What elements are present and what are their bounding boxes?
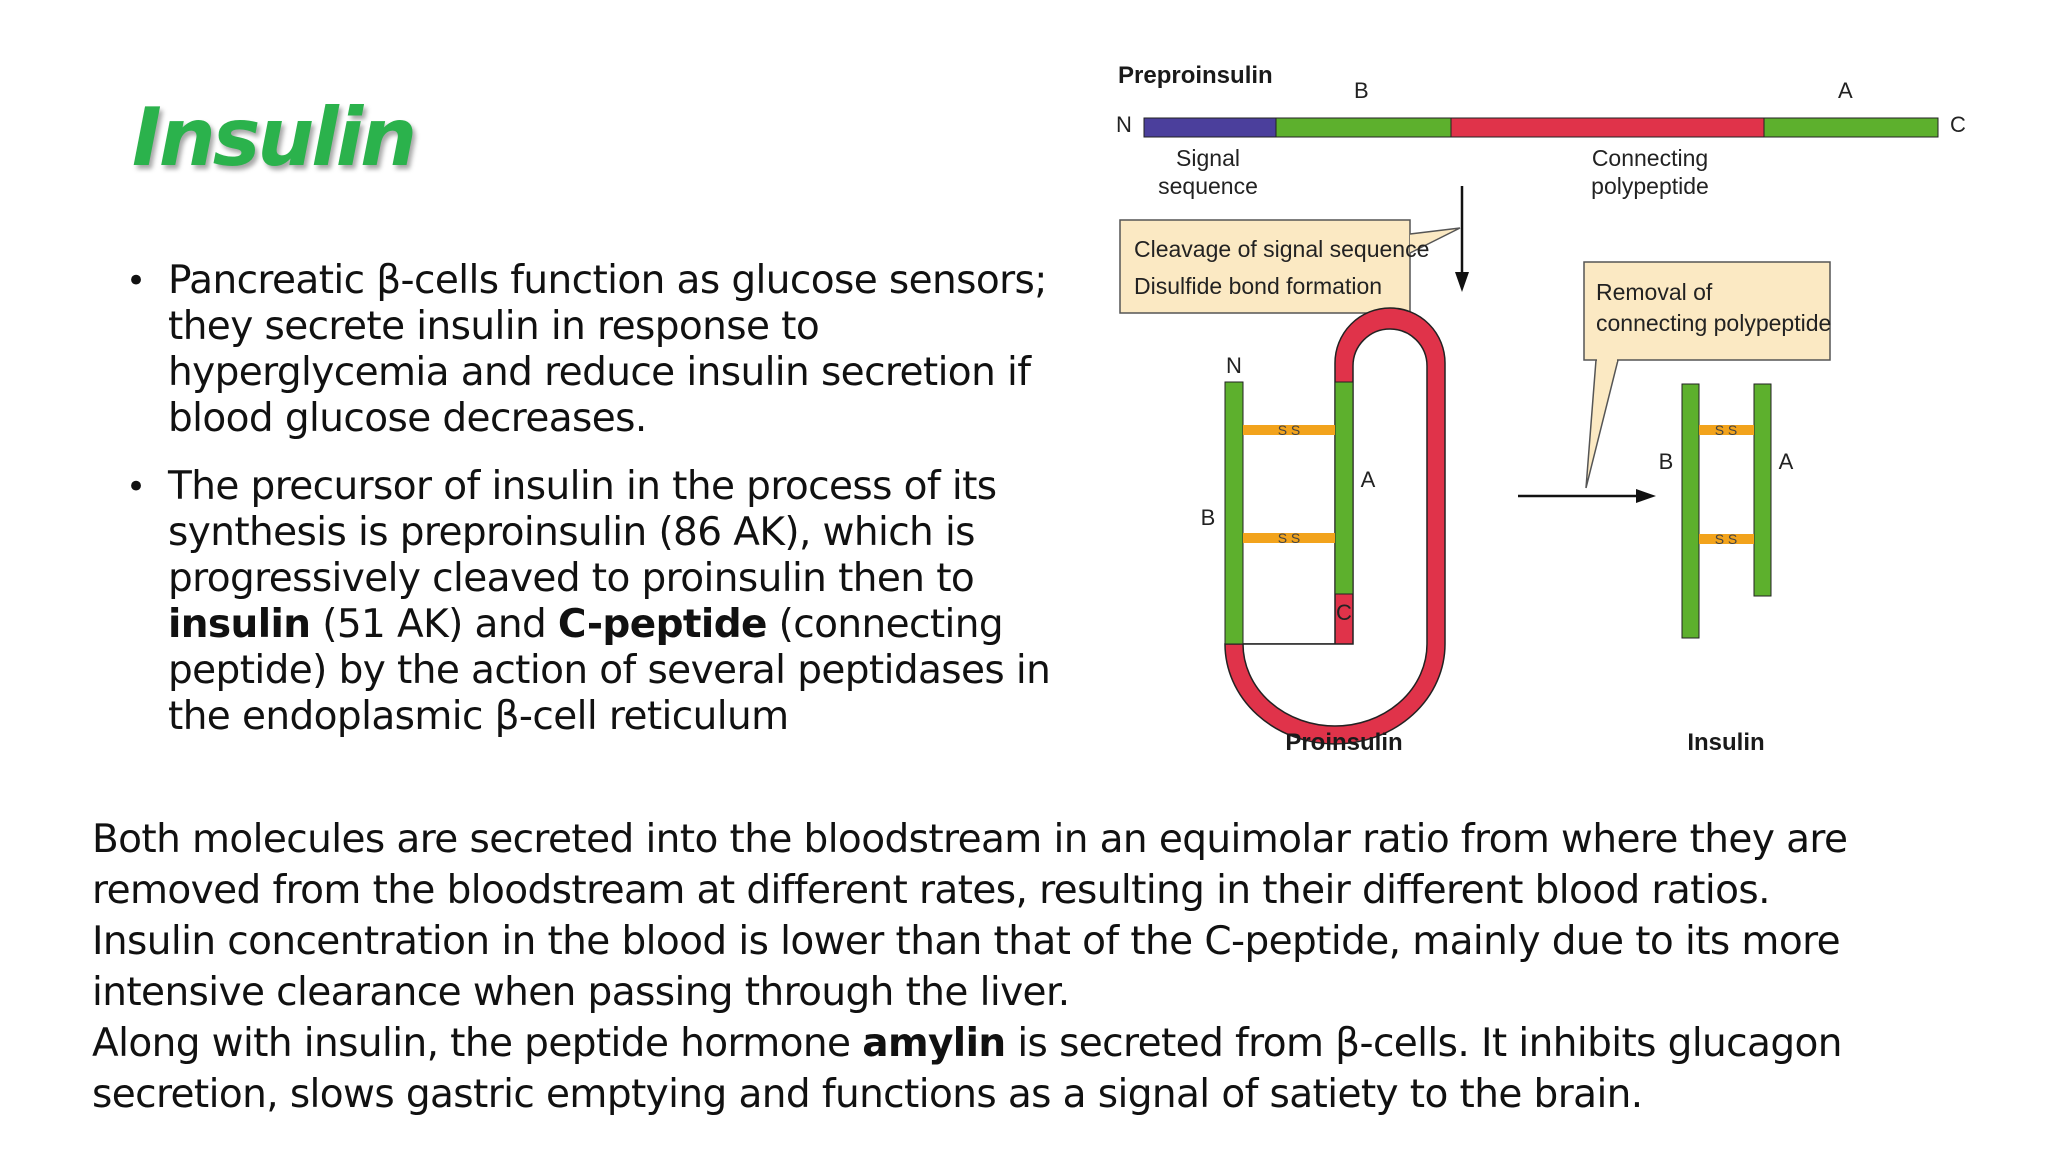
cleavage-callout: Cleavage of signal sequence Disulfide bo… (1119, 219, 1461, 314)
proinsulin-disulfide-1 (1243, 425, 1335, 435)
insulin-a-chain (1753, 383, 1772, 597)
bullet-dot: • (126, 467, 146, 507)
text-run: Insulin concentration in the blood is lo… (92, 919, 1841, 1015)
paragraph-clearance: Insulin concentration in the blood is lo… (92, 916, 2022, 1018)
removal-callout: Removal of connecting polypeptide (1583, 261, 1831, 489)
proinsulin-b-label: B (1201, 505, 1216, 530)
bullet-item: • Pancreatic β-cells function as glucose … (118, 258, 1058, 442)
insulin-synthesis-diagram: Preproinsulin B A N C Signal sequence Co… (1100, 48, 1980, 768)
removal-line1: Removal of (1596, 279, 1713, 305)
cleavage-pointer (1409, 227, 1461, 254)
proinsulin-a-label: A (1361, 467, 1376, 492)
proinsulin-ss-2: S S (1278, 530, 1301, 546)
connecting-segment (1450, 117, 1765, 138)
text-run: Along with insulin, the peptide hormone (92, 1021, 863, 1066)
paragraph-amylin: Along with insulin, the peptide hormone … (92, 1018, 2022, 1120)
proinsulin-c-terminus: C (1336, 600, 1352, 625)
insulin-b-chain (1681, 383, 1700, 639)
bold-term: amylin (862, 1021, 1006, 1066)
text-run: (connecting peptide) by the action of se… (168, 602, 1051, 739)
preproinsulin-c-terminus: C (1950, 112, 1966, 137)
preproinsulin-label: Preproinsulin (1118, 62, 1273, 89)
bold-term: insulin (168, 602, 311, 647)
paragraph-equimolar: Both molecules are secreted into the blo… (92, 814, 2022, 916)
diagram-svg: Preproinsulin B A N C Signal sequence Co… (1116, 62, 1966, 756)
insulin-structure: S S S S B A (1659, 383, 1794, 639)
right-arrow (1518, 489, 1656, 503)
cleavage-line1: Cleavage of signal sequence (1134, 236, 1429, 262)
insulin-ss-2: S S (1715, 531, 1738, 547)
insulin-disulfide-1 (1699, 425, 1754, 435)
insulin-label: Insulin (1687, 729, 1764, 756)
bullet-item: • The precursor of insulin in the process… (118, 464, 1058, 740)
signal-label-line2: sequence (1158, 173, 1258, 199)
text-run: The precursor of insulin in the process … (168, 464, 997, 601)
proinsulin-a-chain (1334, 381, 1354, 595)
proinsulin-ss-1: S S (1278, 422, 1301, 438)
slide-title: Insulin (132, 91, 417, 184)
a-chain-segment (1763, 117, 1939, 138)
cleavage-line2: Disulfide bond formation (1134, 273, 1382, 299)
text-run: is secreted from β-cells. It inhibits gl… (92, 1021, 1842, 1117)
preproinsulin-bar (1143, 117, 1939, 138)
b-chain-segment (1275, 117, 1452, 138)
proinsulin-structure: S S S S N B A C (1201, 307, 1446, 745)
preproinsulin-a-label: A (1838, 78, 1853, 103)
insulin-ss-1: S S (1715, 422, 1738, 438)
proinsulin-b-chain (1224, 381, 1244, 645)
proinsulin-n-terminus: N (1226, 353, 1242, 378)
signal-segment (1143, 117, 1277, 138)
insulin-a-label: A (1779, 449, 1794, 474)
text-run: (51 AK) and (310, 602, 558, 647)
bullet-text: Pancreatic β-cells function as glucose s… (168, 258, 1047, 441)
preproinsulin-n-terminus: N (1116, 112, 1132, 137)
proinsulin-disulfide-2 (1243, 533, 1335, 543)
removal-box (1583, 261, 1831, 361)
preproinsulin-b-label: B (1354, 78, 1369, 103)
signal-label-line1: Signal (1176, 145, 1240, 171)
connecting-label-line2: polypeptide (1591, 173, 1709, 199)
text-run: Pancreatic β-cells function as glucose s… (168, 258, 1047, 441)
bullet-dot: • (126, 261, 146, 301)
insulin-disulfide-2 (1699, 534, 1754, 544)
removal-pointer (1585, 359, 1619, 489)
bullet-list: • Pancreatic β-cells function as glucose … (118, 258, 1058, 762)
cleavage-box (1119, 219, 1411, 314)
removal-line2: connecting polypeptide (1596, 310, 1831, 336)
body-paragraphs: Both molecules are secreted into the blo… (92, 814, 2022, 1120)
bold-term: C-peptide (557, 602, 768, 647)
text-run: Both molecules are secreted into the blo… (92, 817, 1848, 913)
connecting-label-line1: Connecting (1592, 145, 1708, 171)
proinsulin-label: Proinsulin (1285, 729, 1402, 756)
down-arrow (1455, 186, 1469, 292)
insulin-b-label: B (1659, 449, 1674, 474)
bullet-text: The precursor of insulin in the process … (168, 464, 1051, 739)
